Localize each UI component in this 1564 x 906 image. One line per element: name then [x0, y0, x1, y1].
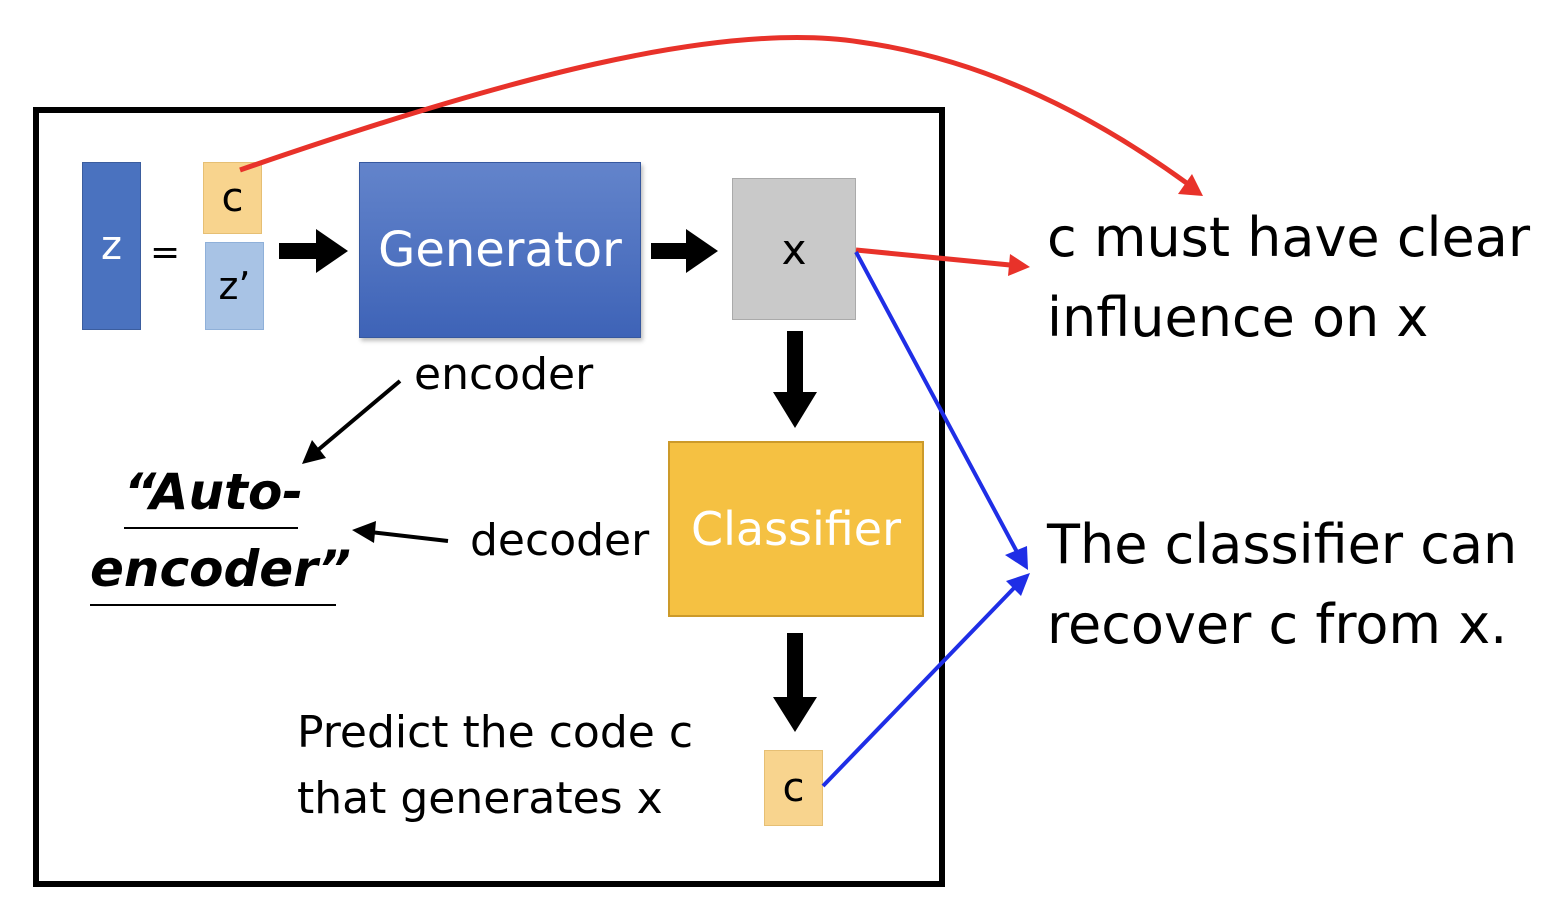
blue-head-upper [1005, 546, 1028, 570]
blue-line-x-to-text [854, 251, 1019, 553]
autoencoder-underlines [90, 527, 336, 606]
generator-label: Generator [378, 222, 622, 278]
decoder-pointer-line [369, 530, 449, 543]
arrow-x-to-classifier [773, 331, 817, 428]
decoder-label: decoder [470, 515, 650, 566]
predict-caption-line2: that generates x [297, 773, 663, 824]
blue-line-c-to-text [821, 585, 1017, 788]
blue-arrowheads [1005, 546, 1030, 596]
red-curve-c-to-text [239, 34, 1190, 187]
encoder-pointer-line [316, 379, 402, 452]
blue-head-lower [1006, 573, 1030, 596]
predict-caption-line1: Predict the code c [297, 707, 694, 758]
influence-caption-line2: influence on x [1047, 286, 1429, 349]
autoencoder-label-line1: “Auto- [124, 463, 304, 521]
red-line-x-to-text [855, 247, 1011, 268]
arrow-generator-to-x [651, 229, 718, 273]
decoder-pointer-head [352, 521, 376, 543]
predict-caption: Predict the code c that generates x [297, 700, 693, 832]
code-c-input-box: c [203, 162, 262, 234]
z-prime-box: z’ [205, 242, 264, 330]
recover-caption: The classifier can recover c from x. [1047, 505, 1517, 665]
z-prime-label: z’ [218, 264, 251, 308]
red-curve-head [1178, 174, 1203, 196]
flow-arrows [279, 229, 817, 732]
encoder-label: encoder [414, 349, 594, 400]
c-input-label: c [221, 175, 244, 221]
red-arrows [239, 34, 1190, 268]
arrow-z-to-generator [279, 229, 348, 273]
influence-caption-line1: c must have clear [1047, 206, 1531, 269]
c-output-label: c [782, 765, 805, 811]
classifier-box: Classifier [668, 441, 924, 617]
generator-box: Generator [359, 162, 641, 338]
arrow-classifier-to-c [773, 633, 817, 732]
diagram-frame [33, 107, 945, 887]
blue-arrows [821, 251, 1019, 788]
equals-sign: = [150, 232, 181, 273]
autoencoder-label-line2: encoder” [90, 540, 351, 598]
red-line-head [1008, 254, 1030, 276]
annotation-arrows [302, 379, 449, 543]
encoder-pointer-head [302, 440, 326, 464]
influence-caption: c must have clear influence on x [1047, 198, 1530, 358]
latent-z-box: z [82, 162, 141, 330]
z-label: z [101, 223, 122, 269]
x-label: x [781, 224, 807, 274]
recover-caption-line1: The classifier can [1047, 513, 1518, 576]
recover-caption-line2: recover c from x. [1047, 593, 1508, 656]
output-x-box: x [732, 178, 856, 320]
classifier-label: Classifier [691, 502, 901, 556]
code-c-output-box: c [764, 750, 823, 826]
red-arrowheads [1008, 174, 1203, 276]
